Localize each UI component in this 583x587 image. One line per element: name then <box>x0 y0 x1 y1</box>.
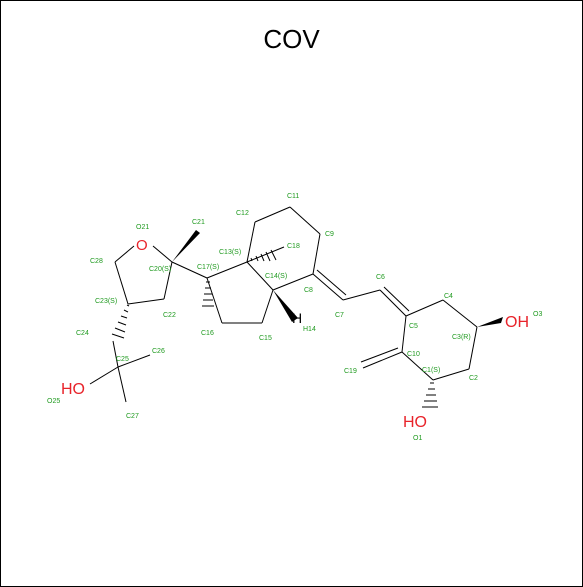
bond-lines <box>89 206 478 403</box>
atom-label-o3: O3 <box>533 311 542 318</box>
wedge-bond-c21 <box>172 230 200 262</box>
hydrogen-h14: H <box>292 310 302 326</box>
atom-label-c21: C21 <box>192 219 205 226</box>
atom-label-c15: C15 <box>259 335 272 342</box>
atom-label-c9: C9 <box>325 231 334 238</box>
hydroxyl-o25: HO <box>61 381 85 398</box>
hydroxyl-o1: HO <box>403 414 427 431</box>
atom-label-c12: C12 <box>236 210 249 217</box>
wedge-bond-o3 <box>477 317 503 327</box>
atom-label-c5: C5 <box>409 323 418 330</box>
atom-label-c11: C11 <box>287 193 299 200</box>
atom-label-c20: C20(S) <box>149 266 171 273</box>
atom-label-c28: C28 <box>90 258 103 265</box>
molecule-title: COV <box>263 24 320 54</box>
atom-label-c23: C23(S) <box>95 298 117 305</box>
atom-label-c27: C27 <box>126 413 139 420</box>
atom-label-c22: C22 <box>163 312 176 319</box>
atom-label-c26: C26 <box>152 348 165 355</box>
atom-label-c14: C14(S) <box>265 273 287 280</box>
atom-label-c3: C3(R) <box>452 334 471 341</box>
atom-label-o1: O1 <box>413 435 422 442</box>
hydroxyl-o3: OH <box>505 314 529 331</box>
ring-oxygen: O <box>136 237 148 254</box>
atom-label-c16: C16 <box>201 330 214 337</box>
atom-label-c8: C8 <box>304 287 313 294</box>
atom-label-c19: C19 <box>344 368 357 375</box>
atom-label-c4: C4 <box>444 293 453 300</box>
atom-label-o21: O21 <box>136 224 149 231</box>
wedge-bond-h14 <box>273 290 298 322</box>
atom-label-c1: C1(S) <box>422 367 440 374</box>
atom-label-c2: C2 <box>469 375 478 382</box>
atom-label-c7: C7 <box>335 312 344 319</box>
atom-label-h14: H14 <box>303 326 316 333</box>
atom-label-c6: C6 <box>376 274 385 281</box>
atom-label-c17: C17(S) <box>197 264 219 271</box>
atom-label-o25: O25 <box>47 398 60 405</box>
atom-label-c13: C13(S) <box>219 249 241 256</box>
atom-label-c18: C18 <box>287 243 300 250</box>
atom-label-c25: C25 <box>116 356 129 363</box>
atom-label-c24: C24 <box>76 330 89 337</box>
atom-label-c10: C10 <box>407 351 420 358</box>
hashed-bonds <box>111 249 438 408</box>
